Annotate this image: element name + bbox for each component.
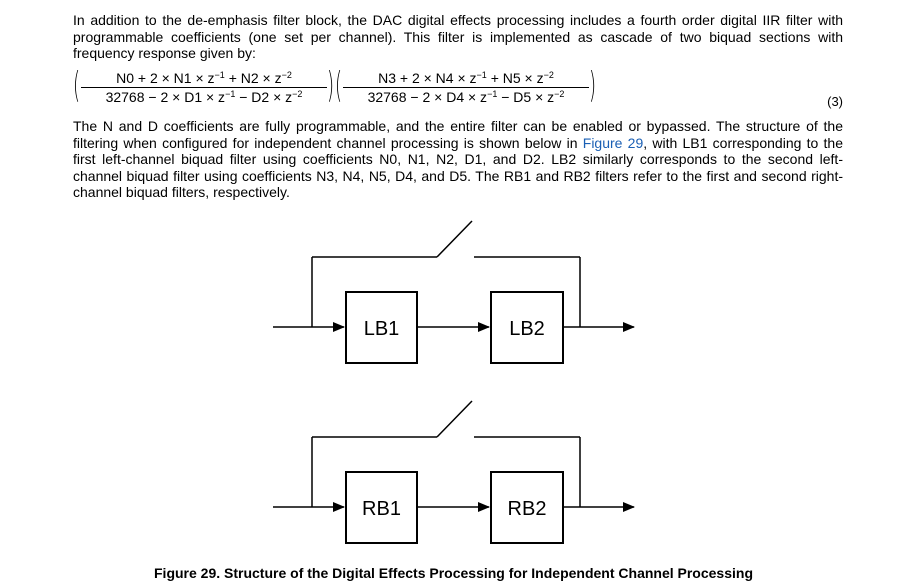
lb2-label: LB2 [509, 318, 545, 340]
transfer-function-equation: ( N0 + 2 × N1 × z−1 + N2 × z−2 32768 − 2… [73, 65, 843, 110]
fraction-2: N3 + 2 × N4 × z−1 + N5 × z−2 32768 − 2 ×… [343, 70, 589, 105]
equation-number: (3) [827, 94, 843, 109]
figure-29-link[interactable]: Figure 29 [582, 134, 644, 151]
bypass-switch-left [436, 220, 473, 258]
left-paren: ( [73, 65, 81, 106]
lb2-block [490, 291, 564, 364]
description-paragraph: The N and D coefficients are fully progr… [73, 118, 843, 201]
paragraph2-text-b: , with LB1 corresponding to the first le… [73, 134, 843, 201]
lb1-label: LB1 [364, 318, 400, 340]
rb1-block [345, 471, 418, 544]
paragraph2-text-a: The N and D coefficients are fully progr… [73, 118, 843, 151]
rb2-block [490, 471, 564, 544]
fraction-1-numerator: N0 + 2 × N1 × z−1 + N2 × z−2 [116, 70, 292, 86]
left-channel-path [273, 220, 635, 332]
bypass-switch-right [436, 400, 473, 438]
right-channel-path [273, 400, 635, 512]
fraction-2-numerator: N3 + 2 × N4 × z−1 + N5 × z−2 [378, 70, 554, 86]
fraction-2-denominator: 32768 − 2 × D4 × z−1 − D5 × z−2 [367, 89, 565, 105]
right-paren: ) [327, 65, 335, 106]
rb2-label: RB2 [508, 498, 547, 520]
left-paren-2: ( [335, 65, 343, 106]
intro-paragraph: In addition to the de-emphasis filter bl… [73, 12, 843, 61]
rb1-label: RB1 [362, 498, 401, 520]
fraction-1: N0 + 2 × N1 × z−1 + N2 × z−2 32768 − 2 ×… [81, 70, 327, 105]
right-paren-2: ) [589, 65, 597, 106]
figure-caption: Figure 29. Structure of the Digital Effe… [154, 565, 753, 581]
fraction-1-denominator: 32768 − 2 × D1 × z−1 − D2 × z−2 [105, 89, 303, 105]
lb1-block [345, 291, 418, 364]
